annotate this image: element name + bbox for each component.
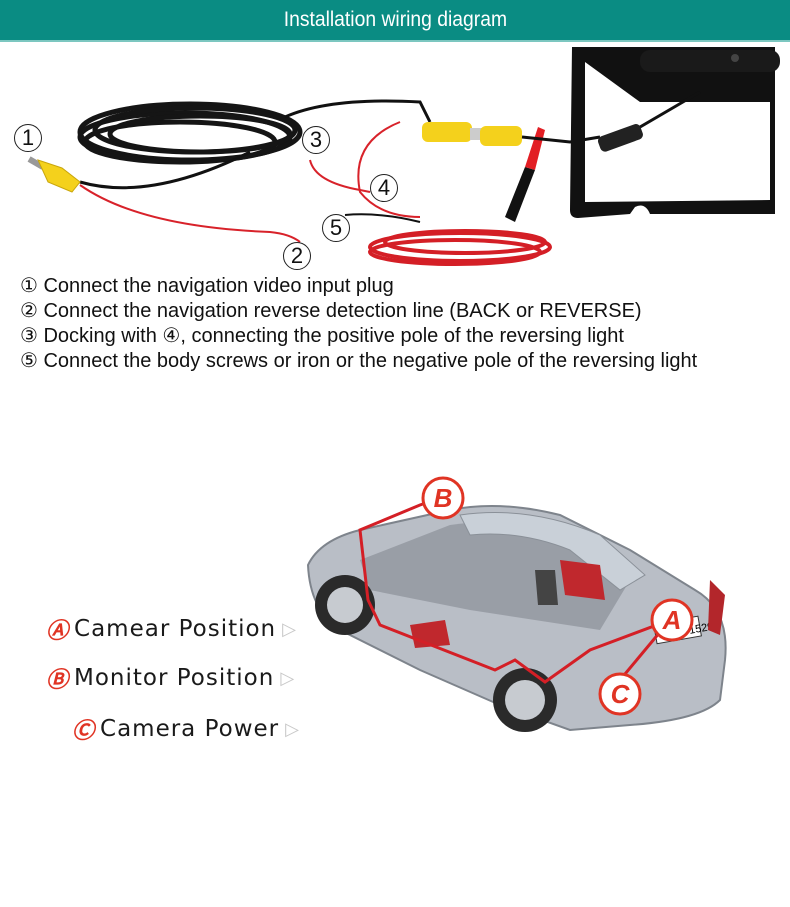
instruction-step-3: ③ Docking with ④, connecting the positiv… <box>20 325 624 347</box>
marker-b <box>421 476 465 520</box>
badge-5: 5 <box>322 214 350 242</box>
marker-c-icon: Ⓒ <box>72 718 95 743</box>
marker-c-label: C <box>611 679 631 709</box>
car-icon: S·NR 1529 B A C <box>306 476 727 732</box>
car-cutaway-illustration: S·NR 1529 B A C <box>300 470 740 760</box>
badge-2: 2 <box>283 242 311 270</box>
legend-label: Camear Position <box>74 616 277 642</box>
legend-monitor-position: Ⓑ Monitor Position ▷ <box>46 662 294 694</box>
marker-a-icon: Ⓐ <box>46 618 69 643</box>
marker-c <box>598 672 642 716</box>
camera-cable-icon <box>27 47 780 266</box>
triangle-arrow-icon: ▷ <box>280 667 295 688</box>
page-header: Installation wiring diagram <box>0 0 790 42</box>
legend-label: Monitor Position <box>74 665 275 691</box>
marker-a-label: A <box>662 605 682 635</box>
wiring-illustration: 1 2 3 4 5 <box>0 42 790 272</box>
badge-4: 4 <box>370 174 398 202</box>
legend-camera-power: Ⓒ Camera Power ▷ <box>72 713 299 745</box>
legend-camera-position: Ⓐ Camear Position ▷ <box>46 613 296 645</box>
instruction-list: ① Connect the navigation video input plu… <box>20 274 697 374</box>
marker-a <box>650 598 694 642</box>
instruction-step-4: ⑤ Connect the body screws or iron or the… <box>20 350 698 372</box>
legend-label: Camera Power <box>100 716 280 742</box>
badge-1: 1 <box>14 124 42 152</box>
marker-b-label: B <box>434 483 453 513</box>
instruction-step-2: ② Connect the navigation reverse detecti… <box>20 300 642 322</box>
triangle-arrow-icon: ▷ <box>282 618 296 639</box>
triangle-arrow-icon: ▷ <box>285 718 299 739</box>
marker-b-icon: Ⓑ <box>46 667 69 692</box>
page-title: Installation wiring diagram <box>283 8 507 31</box>
badge-3: 3 <box>302 126 330 154</box>
instruction-step-1: ① Connect the navigation video input plu… <box>20 275 394 297</box>
